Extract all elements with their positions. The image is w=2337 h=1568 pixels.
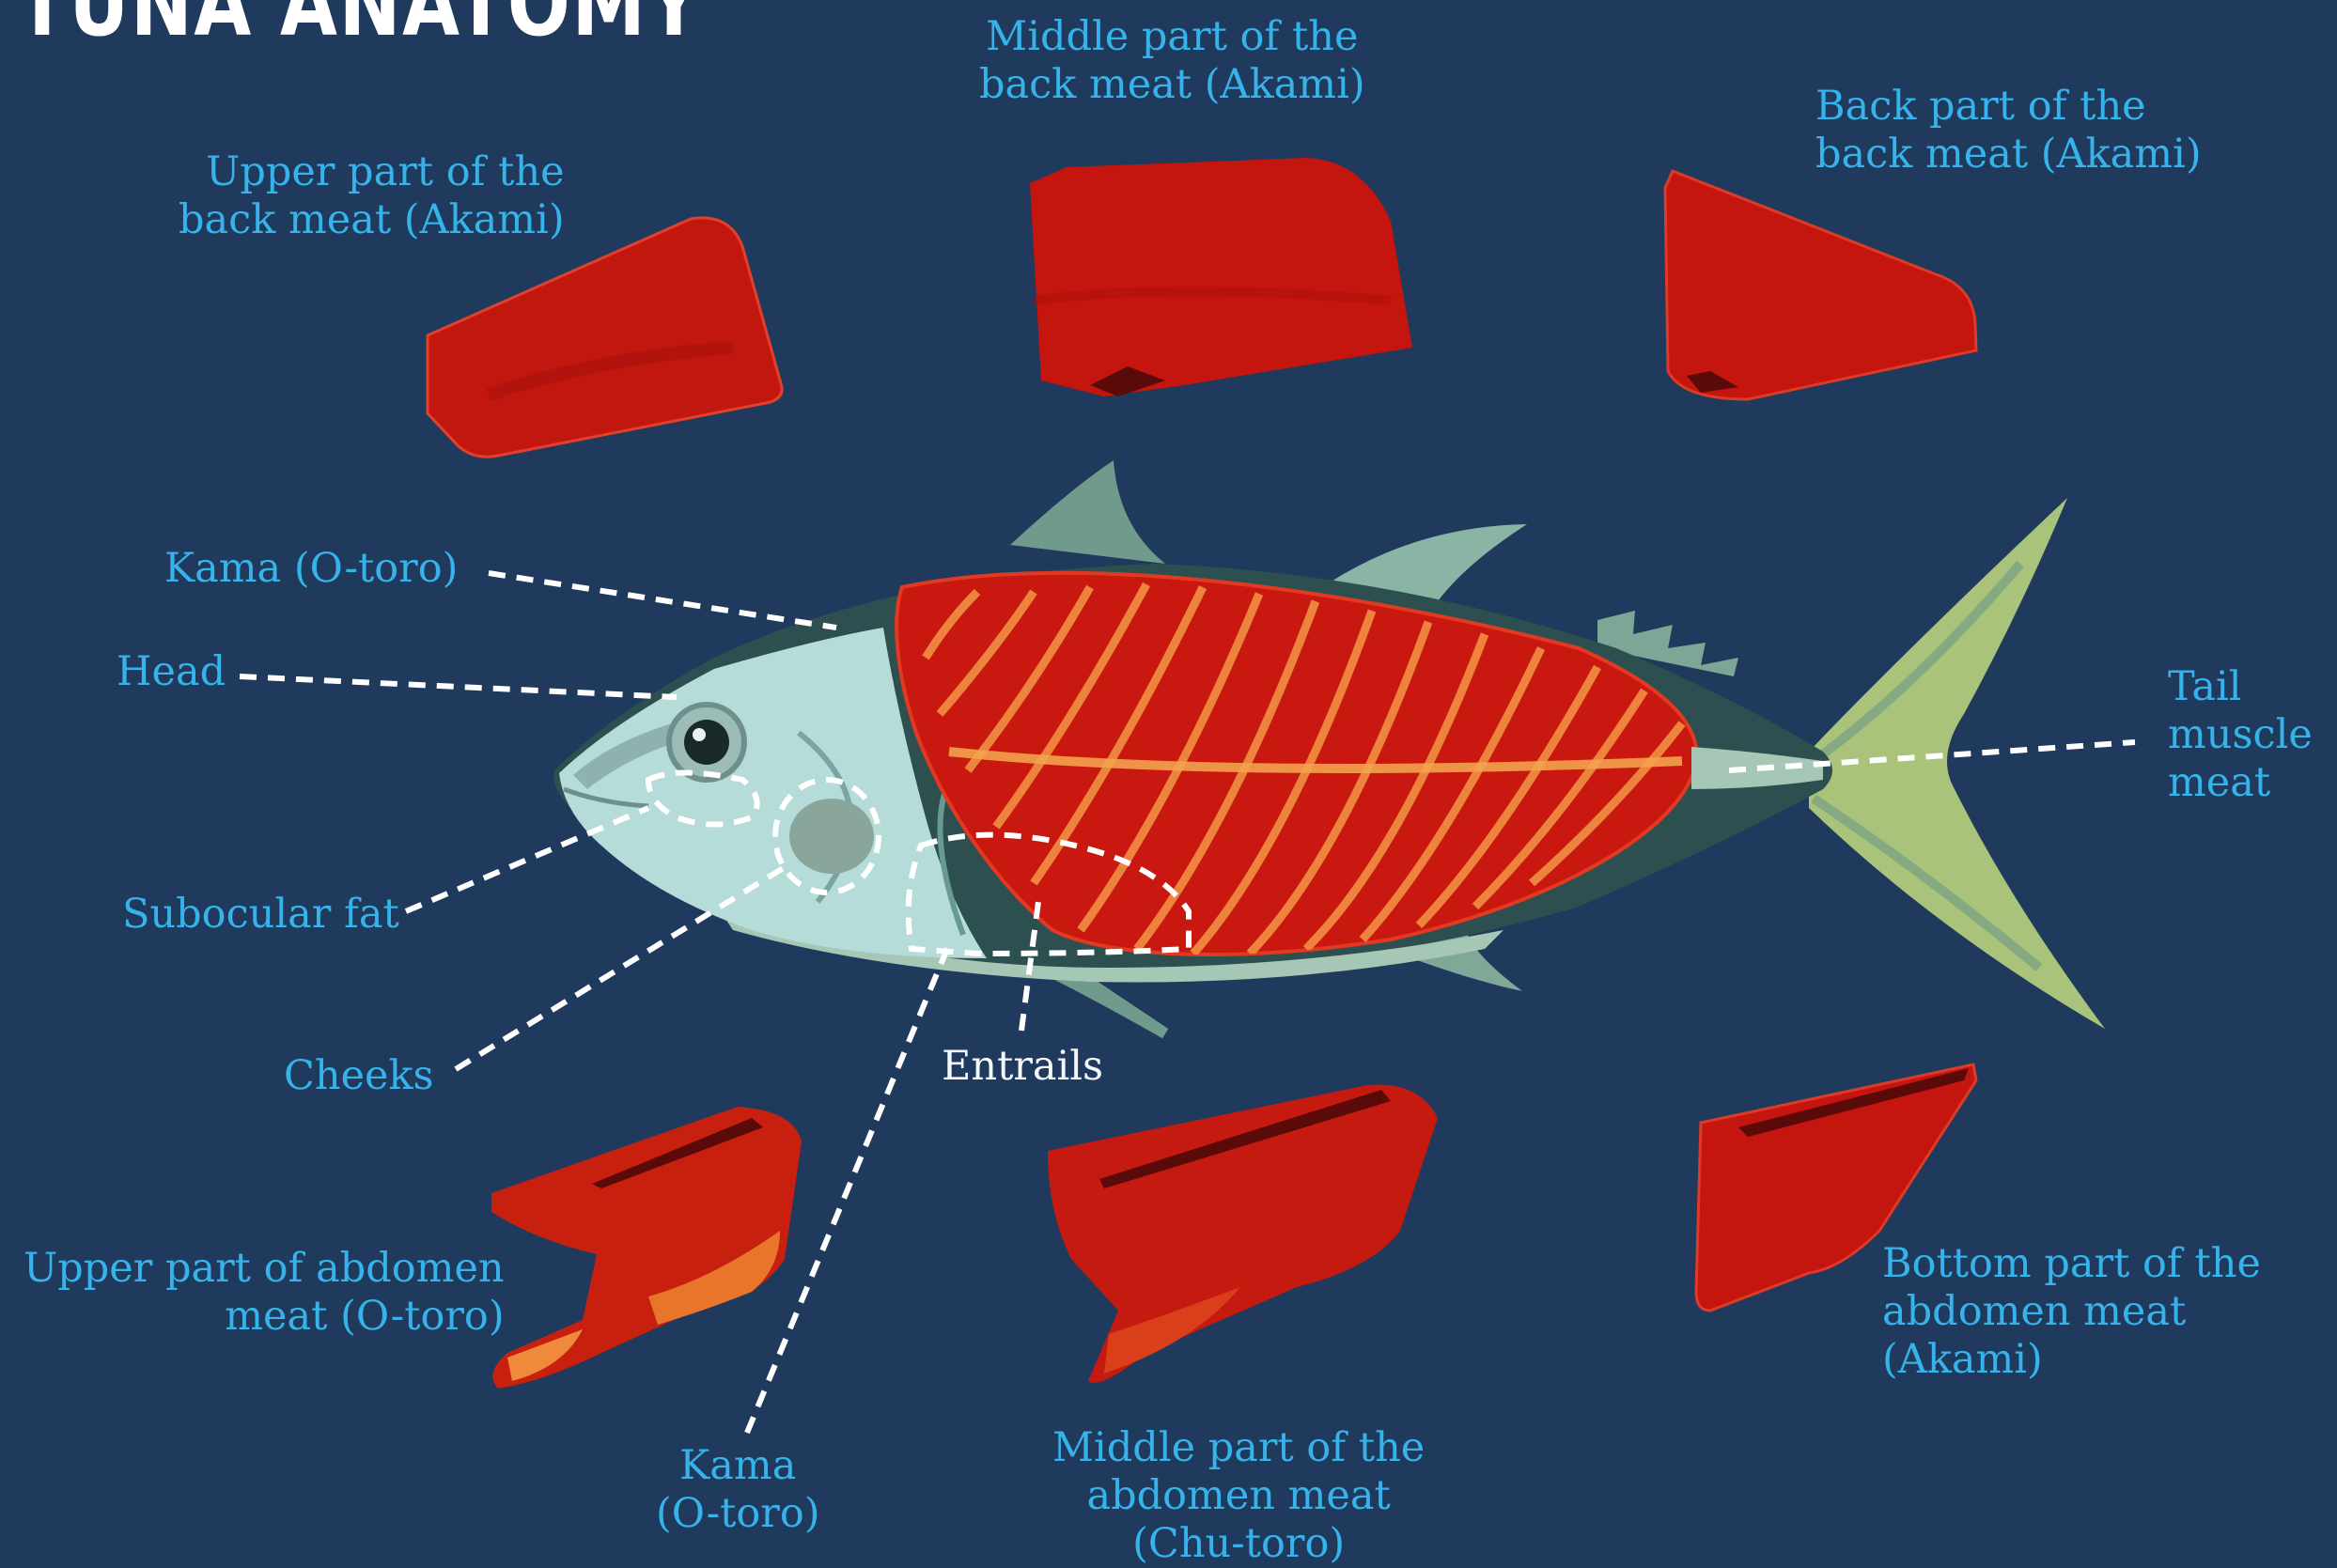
- page-title: TUNA ANATOMY: [17, 0, 702, 49]
- cut-back-upper: [428, 218, 782, 457]
- label-subocular-fat: Subocular fat: [122, 891, 399, 939]
- label-entrails: Entrails: [942, 1043, 1103, 1091]
- leader-head: [240, 676, 677, 697]
- cut-back-rear: [1665, 171, 1976, 399]
- leader-kama-top: [489, 573, 836, 628]
- cut-abdomen-upper: [491, 1107, 802, 1389]
- tuna-fish: [553, 460, 2105, 1033]
- label-kama-bottom: Kama(O-toro): [656, 1442, 820, 1538]
- cut-back-middle: [1030, 158, 1412, 396]
- label-cheeks: Cheeks: [284, 1052, 434, 1100]
- cut-abdomen-middle: [1048, 1084, 1438, 1383]
- label-kama-top: Kama (O-toro): [164, 545, 458, 593]
- label-head: Head: [117, 648, 226, 696]
